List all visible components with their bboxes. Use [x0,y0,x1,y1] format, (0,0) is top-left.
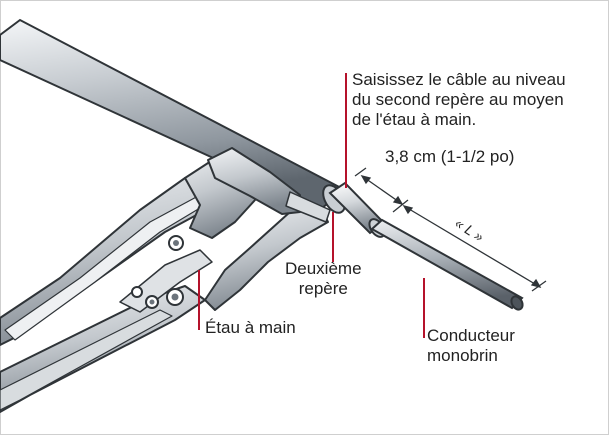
solid-conductor [370,218,524,311]
second-mark-label: Deuxième repère [285,259,362,299]
conductor-line-2: monobrin [427,346,498,365]
instruction-line-3: de l'étau à main. [352,110,477,129]
hand-vise-label: Étau à main [205,318,296,337]
hand-vise [0,149,329,413]
instruction-line-1: Saisissez le câble au niveau [352,70,566,89]
second-mark-line-1: Deuxième [285,259,362,278]
conductor-label: Conducteur monobrin [427,326,515,366]
instruction-label: Saisissez le câble au niveau du second r… [352,70,566,130]
instruction-line-2: du second repère au moyen [352,90,564,109]
dimension-marks [354,167,547,292]
leader-lines [198,73,425,338]
vise-upper-jaw [207,147,331,223]
conductor-line-1: Conducteur [427,326,515,345]
distance-label: 3,8 cm (1-1/2 po) [385,147,515,166]
second-mark-line-2: repère [298,279,348,298]
